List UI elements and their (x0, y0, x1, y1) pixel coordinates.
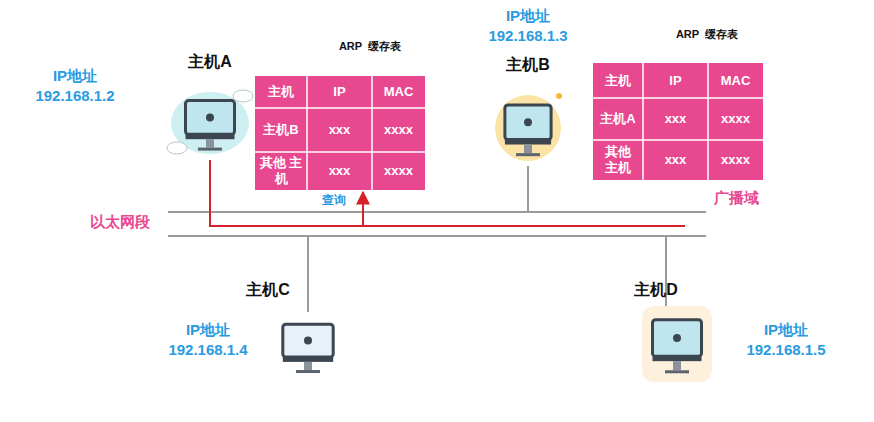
table-cell: IP (643, 63, 708, 98)
table-cell: xxxx (708, 140, 763, 180)
monitor-stand (304, 362, 312, 370)
table-cell: 其他 主机 (255, 152, 307, 190)
cloud-shape (167, 142, 187, 154)
table-grid (255, 76, 425, 190)
table-cell: 主机 (593, 63, 643, 98)
edge-label: 查询 (313, 193, 355, 209)
monitor-bezel (653, 356, 702, 361)
table-grid (593, 63, 763, 180)
ip-address: IP地址 192.168.1.4 (153, 320, 263, 361)
table-cell: MAC (372, 76, 425, 108)
host-name: 主机A (168, 52, 252, 71)
monitor-bezel (505, 140, 551, 145)
table-cell: xxx (643, 140, 708, 180)
host-wire (527, 166, 529, 212)
broadcast-line (363, 225, 685, 227)
arp-table (593, 63, 763, 180)
monitor-screen (505, 105, 551, 140)
computer-icon (495, 92, 561, 164)
region-label: 广播域 (700, 188, 772, 208)
ethernet-bus (168, 211, 706, 213)
table-title: ARP 缓存表 (310, 40, 430, 53)
monitor-base (198, 148, 222, 151)
sparkle (556, 93, 562, 99)
monitor-base (296, 370, 320, 373)
monitor-bezel (186, 134, 235, 139)
computer-icon (642, 306, 712, 382)
arp-table (255, 76, 425, 190)
host-computer: 主机CIP地址 192.168.1.4 (272, 312, 344, 380)
computer-icon (272, 312, 344, 380)
host-wire (307, 236, 309, 312)
monitor-screen (283, 324, 333, 357)
table-cell: xxx (643, 98, 708, 140)
ip-address: IP地址 192.168.1.5 (731, 320, 841, 361)
ip-address: IP地址 192.168.1.2 (20, 66, 130, 107)
logo-mark (304, 337, 312, 345)
monitor-stand (524, 145, 532, 154)
icon-backdrop (495, 95, 561, 161)
table-title: ARP 缓存表 (647, 28, 767, 41)
computer-icon (175, 88, 245, 158)
host-name: 主机B (486, 55, 570, 74)
monitor-base (665, 370, 689, 373)
table-cell: 主机A (593, 98, 643, 140)
host-computer: 主机DIP地址 192.168.1.5 (642, 306, 712, 382)
monitor-base (516, 153, 540, 156)
host-name: 主机D (614, 280, 698, 299)
host-computer: 主机AIP地址 192.168.1.2 (175, 88, 245, 158)
logo-mark (524, 118, 532, 126)
table-cell: xxxx (372, 152, 425, 190)
table-cell: xxxx (372, 108, 425, 152)
table-cell: 其他 主机 (593, 140, 643, 180)
monitor-stand (673, 361, 681, 370)
cloud-shape (233, 90, 253, 102)
table-cell: xxxx (708, 98, 763, 140)
region-label: 以太网段 (78, 212, 162, 232)
monitor-stand (206, 139, 214, 147)
ethernet-bus (168, 235, 706, 237)
table-cell: xxx (307, 108, 372, 152)
monitor-bezel (283, 357, 333, 362)
ip-address: IP地址 192.168.1.3 (473, 6, 583, 47)
monitor-screen (653, 320, 702, 356)
table-cell: MAC (708, 63, 763, 98)
host-computer: IP地址 192.168.1.3主机B (495, 92, 561, 164)
icon-backdrop (642, 306, 712, 382)
table-cell: 主机B (255, 108, 307, 152)
logo-mark (673, 334, 681, 342)
table-cell: IP (307, 76, 372, 108)
host-name: 主机C (226, 280, 310, 299)
table-cell: xxx (307, 152, 372, 190)
monitor-screen (186, 101, 235, 135)
logo-mark (206, 113, 214, 121)
table-cell: 主机 (255, 76, 307, 108)
